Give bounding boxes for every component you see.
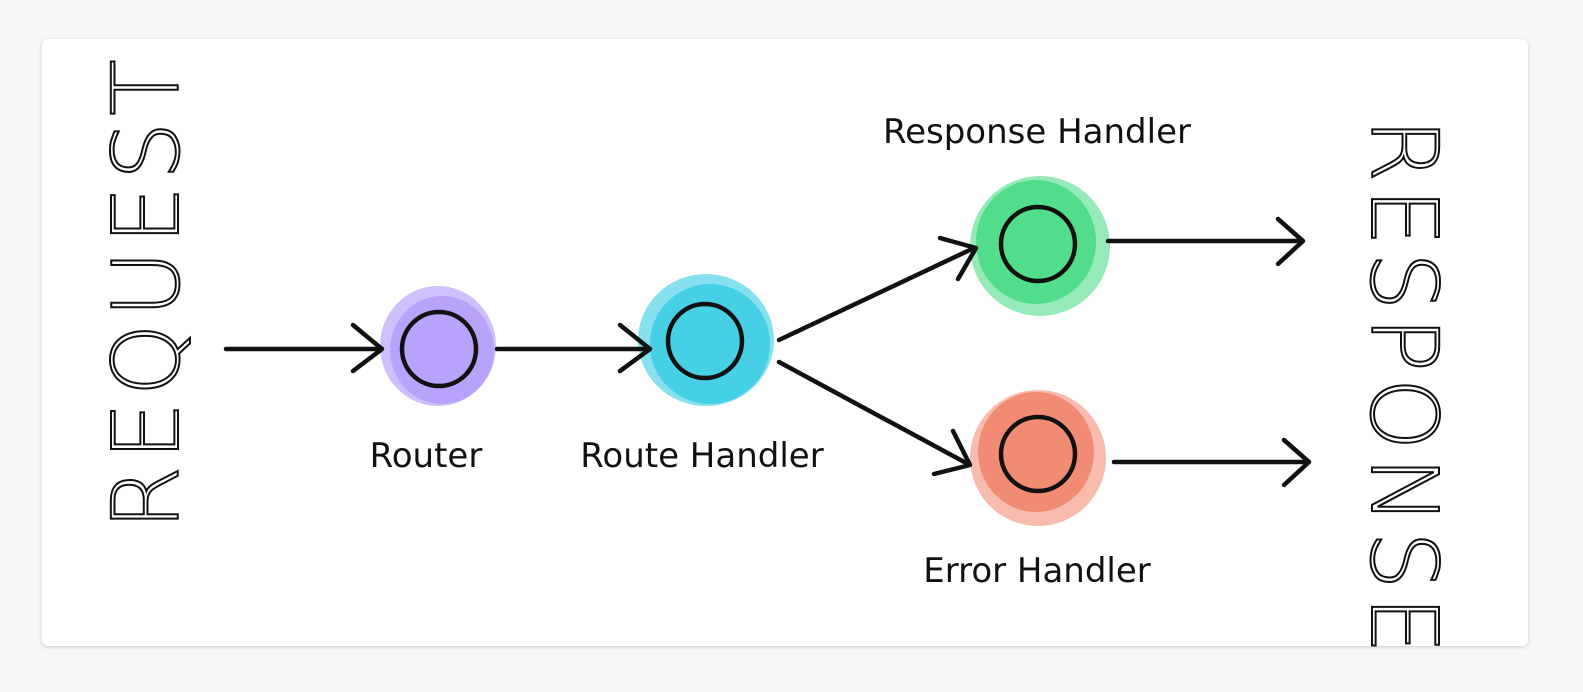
router-label: Router — [370, 436, 483, 476]
route-handler-node — [638, 274, 774, 406]
router-node — [380, 286, 496, 406]
diagram-card — [42, 39, 1528, 646]
edge-router-route-handler — [494, 322, 653, 374]
error-handler-ring — [998, 414, 1078, 494]
edge-route-handler-response-handler — [776, 235, 979, 343]
response-handler-blob — [976, 180, 1096, 304]
response-handler-node — [970, 176, 1110, 316]
route-handler-ring — [665, 301, 745, 381]
response-handler-ring — [998, 204, 1078, 284]
response-label: RESPONSE — [1350, 118, 1457, 660]
edge-response-handler-response — [1105, 216, 1306, 267]
router-ring — [399, 309, 479, 389]
route-handler-label: Route Handler — [580, 436, 823, 476]
error-handler-node — [970, 390, 1106, 526]
request-label: REQUEST — [93, 53, 200, 530]
error-handler-label: Error Handler — [923, 551, 1151, 591]
edge-request-router — [223, 322, 385, 374]
response-handler-label: Response Handler — [883, 112, 1191, 152]
edge-route-handler-error-handler — [776, 359, 973, 477]
edge-error-handler-response — [1111, 437, 1312, 488]
